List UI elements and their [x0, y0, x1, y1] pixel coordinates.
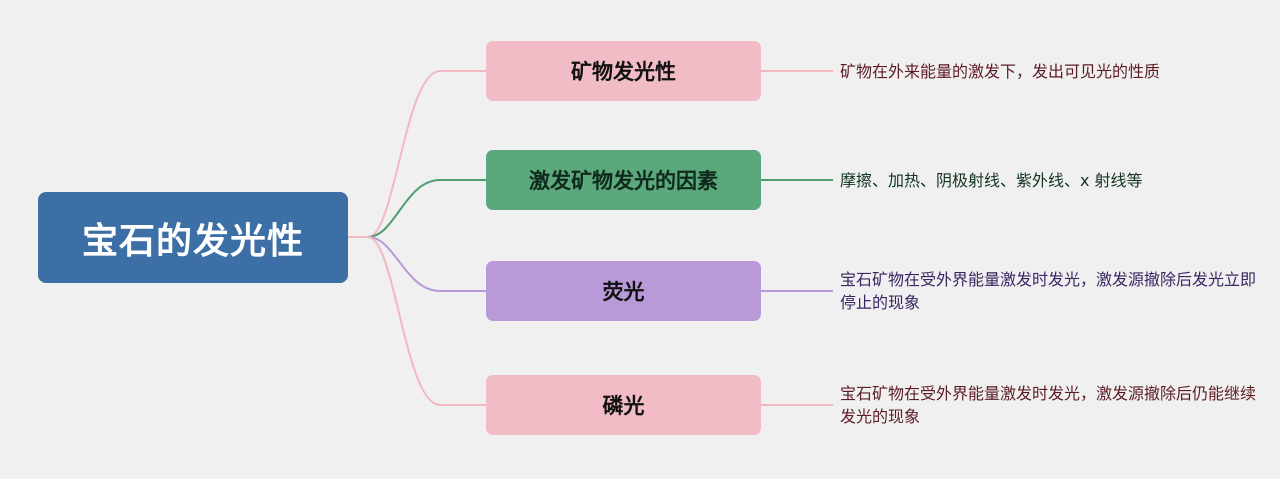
branch-connector-3: [367, 236, 486, 292]
branch-connector-4: [367, 236, 486, 406]
branch-connector-1: [367, 70, 486, 238]
topic-phosphorescence[interactable]: 磷光: [486, 375, 761, 435]
description-mineral-luminescence: 矿物在外来能量的激发下，发出可见光的性质: [840, 62, 1161, 81]
topic-excitation-factors[interactable]: 激发矿物发光的因素: [486, 150, 761, 210]
topic-fluorescence[interactable]: 荧光: [486, 261, 761, 321]
root-topic[interactable]: 宝石的发光性: [38, 192, 348, 283]
description-fluorescence: 宝石矿物在受外界能量激发时发光，激发源撤除后发光立即停止的现象: [840, 270, 1257, 312]
description-phosphorescence: 宝石矿物在受外界能量激发时发光，激发源撤除后仍能继续发光的现象: [840, 384, 1257, 426]
description-excitation-factors: 摩擦、加热、阴极射线、紫外线、x 射线等: [840, 171, 1143, 190]
topic-mineral-luminescence[interactable]: 矿物发光性: [486, 41, 761, 101]
branch-connector-2: [367, 179, 486, 238]
